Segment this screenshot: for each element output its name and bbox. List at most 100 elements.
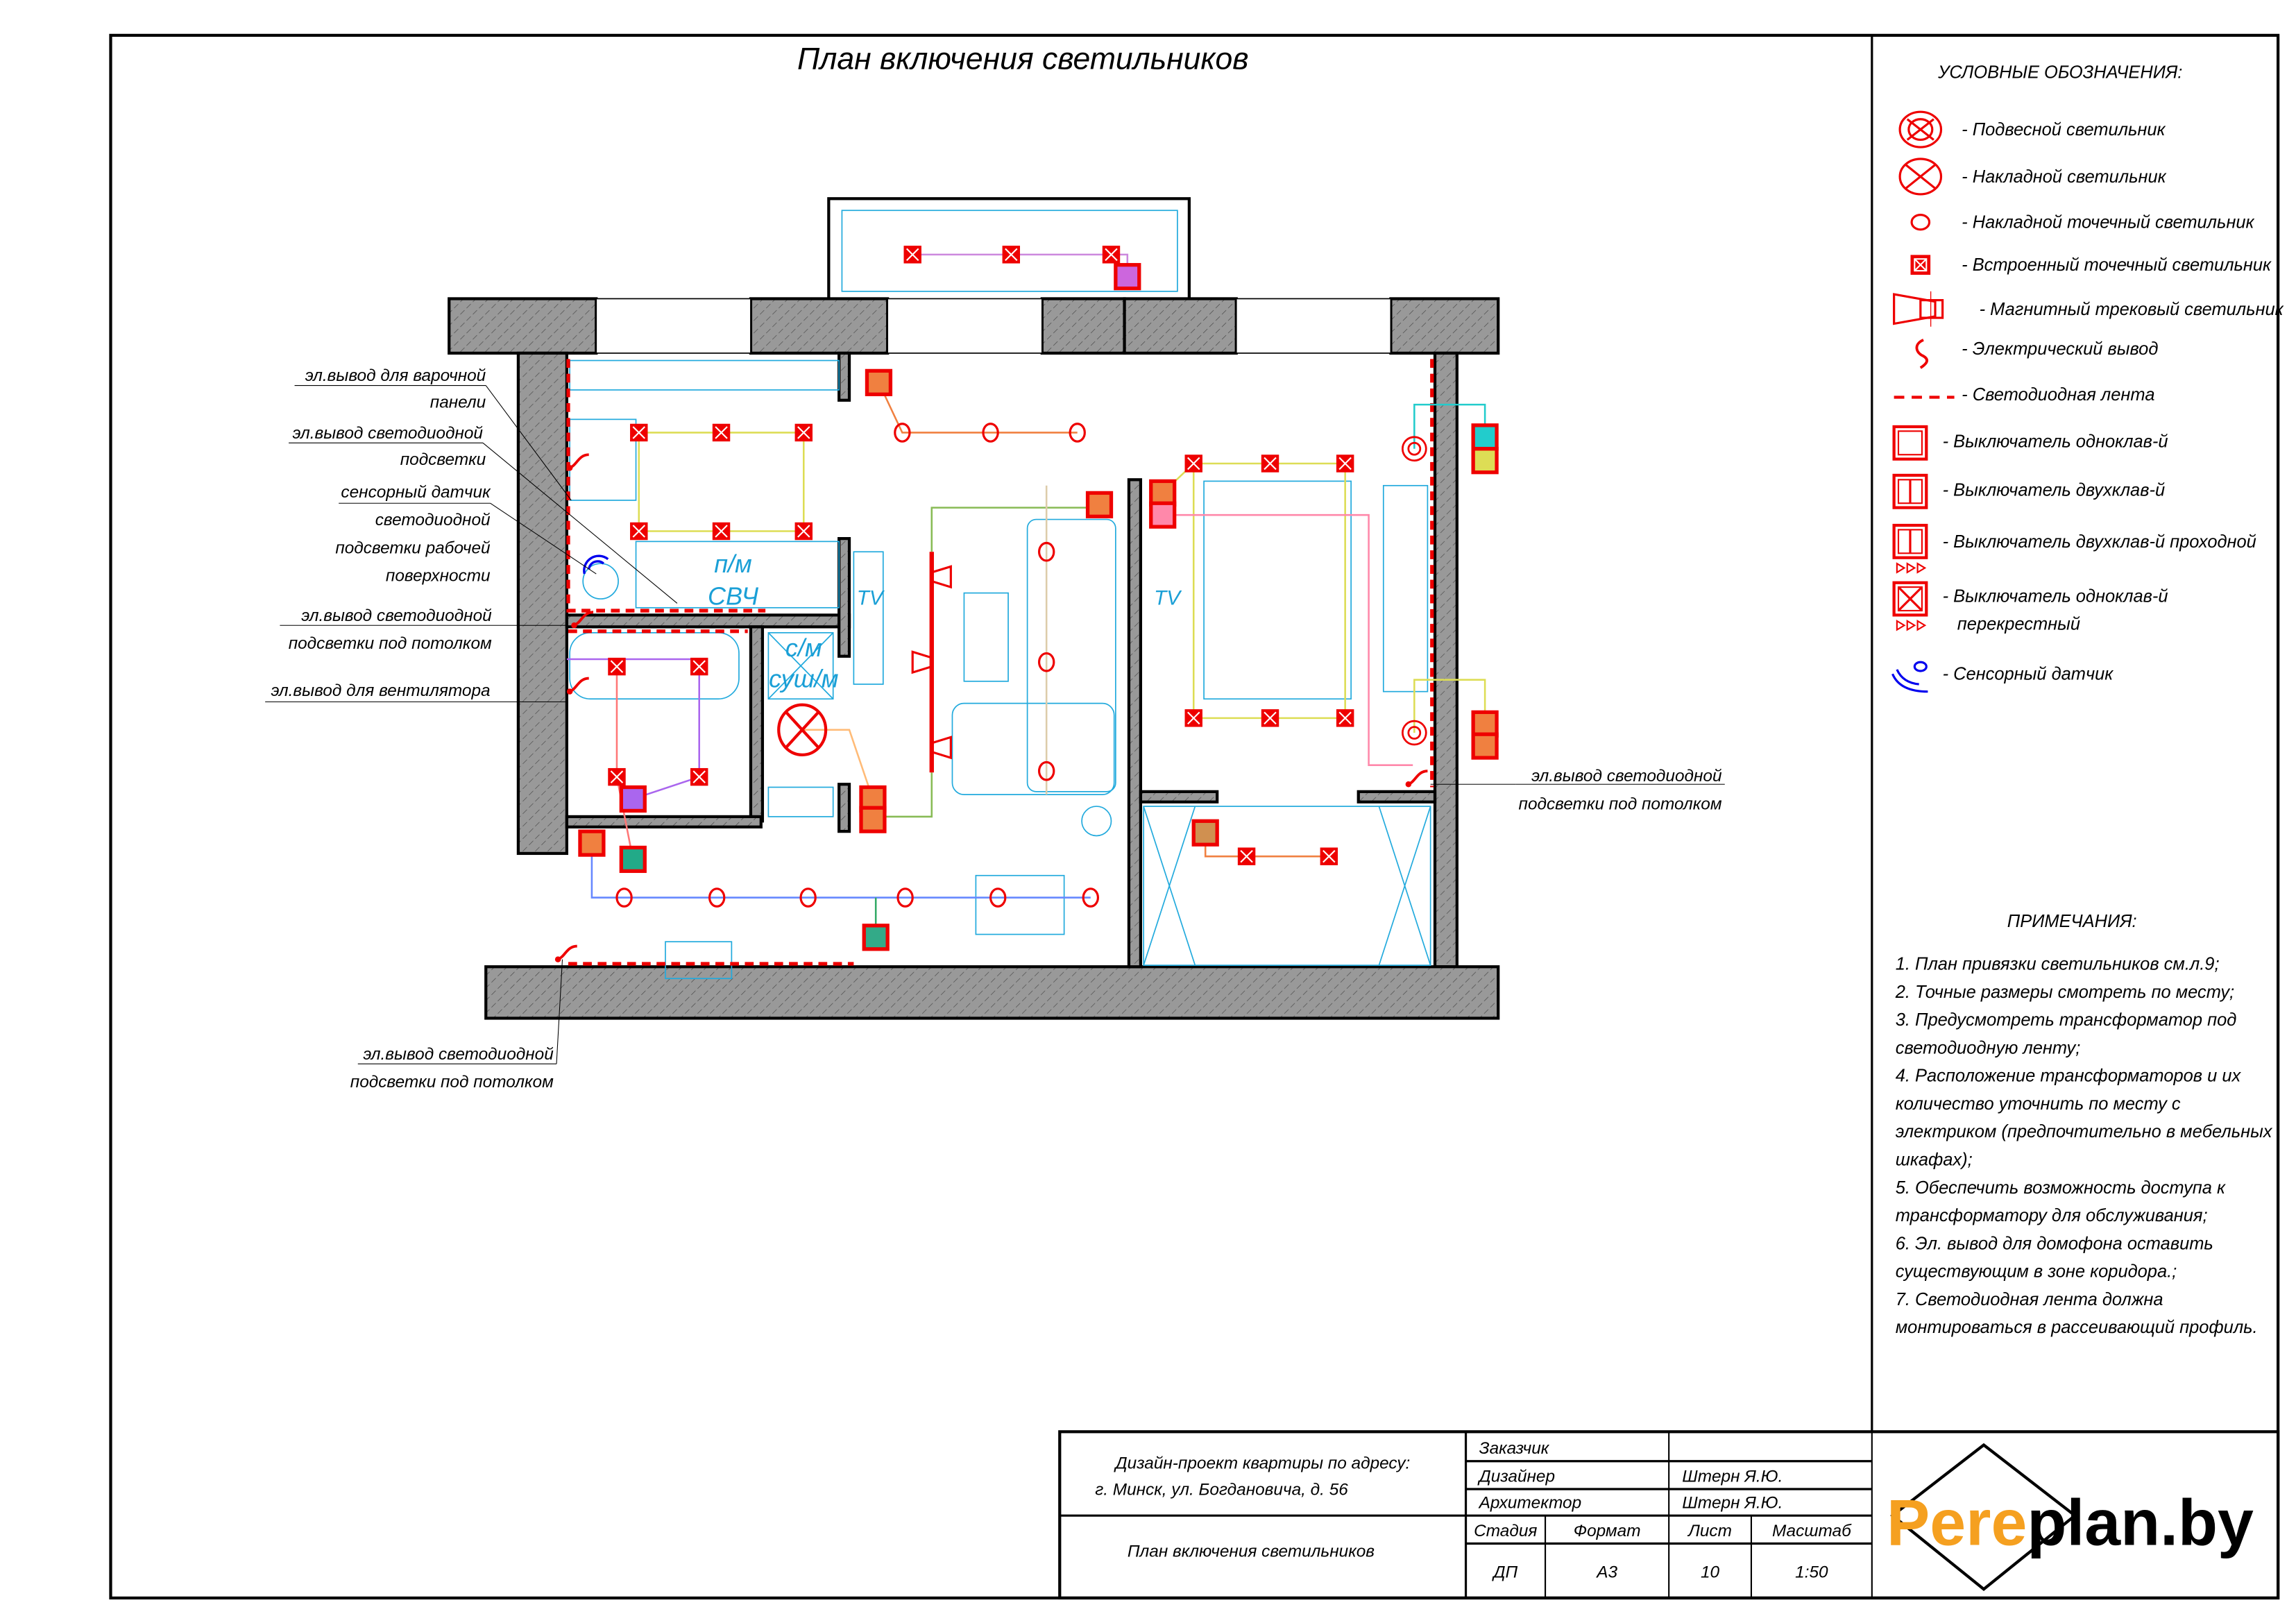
furniture (569, 359, 1431, 980)
note-line: шкафах); (1896, 1150, 1973, 1169)
light-switch-icon (578, 829, 606, 857)
sheet-title: План включения светильников (1128, 1543, 1375, 1561)
header-sheet: Лист (1687, 1522, 1732, 1540)
annotation-sensor-4: поверхности (386, 567, 491, 586)
annotation-sensor-3: подсветки рабочей (335, 538, 491, 557)
recessed-spot-icon (794, 423, 813, 442)
light-switch-icon (865, 368, 893, 396)
track-light-icon (911, 650, 933, 674)
project-line-2: г. Минск, ул. Богдановича, д. 56 (1095, 1481, 1348, 1499)
annotation-ceiling-led-bedroom-1: эл.вывод светодиодной (1531, 767, 1722, 785)
note-line: электриком (предпочтительно в мебельных (1896, 1122, 2273, 1141)
electrical-outlet-icon (569, 453, 589, 470)
fixtures (554, 246, 1499, 962)
wall-kitchen-living2 (837, 351, 851, 402)
role-architect: Архитектор (1478, 1494, 1582, 1513)
surface-spot-icon (982, 423, 999, 443)
switch-double-passthrough-icon (1892, 523, 1928, 574)
recessed-spot-icon (690, 657, 708, 676)
legend-label: - Подвесной светильник (1962, 120, 2166, 139)
annotation-ceiling-led-kitchen-1: эл.вывод светодиодной (301, 606, 492, 625)
wall-kitchen-bath (565, 613, 851, 629)
light-switch-icon (1471, 447, 1499, 475)
legend-label: - Светодиодная лента (1962, 385, 2154, 405)
outlet-dot (554, 956, 561, 962)
legend-label: - Накладной светильник (1962, 167, 2166, 187)
track-light-icon (1893, 291, 1944, 327)
title-block-text: Дизайн-проект квартиры по адресу: г. Мин… (1095, 1439, 1852, 1581)
electrical-outlet-icon (1407, 770, 1428, 786)
surface-spot-icon (894, 423, 911, 443)
recessed-spot-icon (794, 522, 813, 541)
page-title: План включения светильников (797, 42, 1248, 76)
wall-bath-wc (749, 625, 765, 823)
note-line: количество уточнить по месту с (1896, 1094, 2181, 1114)
surface-spot-icon (1910, 214, 1931, 231)
surface-spot-icon (1082, 887, 1099, 908)
light-switch-icon (1471, 732, 1499, 760)
recessed-spot-icon (1002, 246, 1021, 264)
pendant-light-icon (1401, 720, 1427, 746)
light-switch-icon (1149, 479, 1177, 507)
recessed-spot-icon (1261, 709, 1279, 727)
wall-left (516, 351, 568, 856)
wall-bedroom-wardrobe (1139, 790, 1219, 804)
annotations (265, 385, 1725, 1064)
role-designer: Дизайнер (1477, 1467, 1555, 1486)
light-switch-icon (1149, 501, 1177, 529)
recessed-spot-icon (1102, 246, 1121, 264)
recessed-spot-icon (608, 657, 626, 676)
electrical-outlet-icon (557, 944, 577, 961)
notes-heading: ПРИМЕЧАНИЯ: (2007, 912, 2137, 931)
annotation-hob-2: панели (430, 393, 486, 411)
logo-part-1: Pere (1887, 1487, 2027, 1559)
floor-plan: п/м СВЧ TV TV с/м суш/м (448, 197, 1500, 1020)
surface-spot-icon (615, 887, 633, 908)
annotation-sensor-2: светодиодной (375, 511, 491, 529)
svg-text:Pereplan.by: Pereplan.by (1887, 1487, 2254, 1559)
light-switch-icon (1085, 491, 1114, 518)
wall-bedroom-wardrobe2 (1357, 790, 1437, 804)
annotation-ceiling-led-hall-2: подсветки под потолком (350, 1073, 554, 1091)
surface-spot-icon (1037, 760, 1055, 781)
legend-label: - Накладной точечный светильник (1962, 213, 2254, 232)
pendant-light-icon (1401, 436, 1427, 462)
legend-label: - Выключатель одноклав-й (1943, 432, 2168, 452)
wall-top-mid (749, 297, 890, 355)
note-line: монтироваться в рассеивающий профиль. (1896, 1318, 2258, 1337)
recessed-spot-icon (1184, 709, 1202, 727)
note-line: существующим в зоне коридора.; (1896, 1262, 2177, 1282)
legend-label-2: перекрестный (1957, 615, 2080, 634)
wiring (566, 253, 1486, 937)
wall-top-right (1123, 297, 1238, 355)
note-line: 7. Светодиодная лента должна (1896, 1290, 2163, 1309)
light-switch-icon (1114, 263, 1141, 291)
light-switch-icon (619, 785, 647, 813)
note-line: 2. Точные размеры смотреть по месту; (1895, 983, 2234, 1002)
label-washer: с/м (785, 634, 822, 662)
switch-cross-icon (1892, 581, 1928, 631)
title-block (1058, 1430, 2280, 1600)
recessed-spot-icon (1336, 709, 1354, 727)
recessed-spot-icon (1910, 255, 1931, 275)
annotation-hob-1: эл.вывод для варочной (305, 366, 486, 385)
recessed-spot-icon (608, 767, 626, 786)
wall-right (1433, 351, 1459, 969)
switch-double-icon (1892, 473, 1928, 509)
light-switch-icon (1191, 819, 1219, 847)
value-stage: ДП (1491, 1563, 1517, 1581)
surface-spot-icon (896, 887, 914, 908)
light-switch-icon (862, 924, 890, 951)
note-line: 3. Предусмотреть трансформатор под (1896, 1010, 2237, 1030)
outlet-dot (1405, 781, 1412, 788)
note-line: 6. Эл. вывод для домофона оставить (1896, 1234, 2213, 1253)
legend-label: - Выключатель двухклав-й (1943, 481, 2166, 500)
value-scale: 1:50 (1795, 1563, 1828, 1581)
wall-kitchen-living (837, 537, 851, 658)
switch-single-icon (1892, 425, 1928, 461)
recessed-spot-icon (1261, 454, 1279, 473)
recessed-spot-icon (712, 522, 731, 541)
recessed-spot-icon (690, 767, 708, 786)
recessed-spot-icon (1320, 847, 1338, 865)
logo-part-2: plan.by (2027, 1487, 2254, 1559)
